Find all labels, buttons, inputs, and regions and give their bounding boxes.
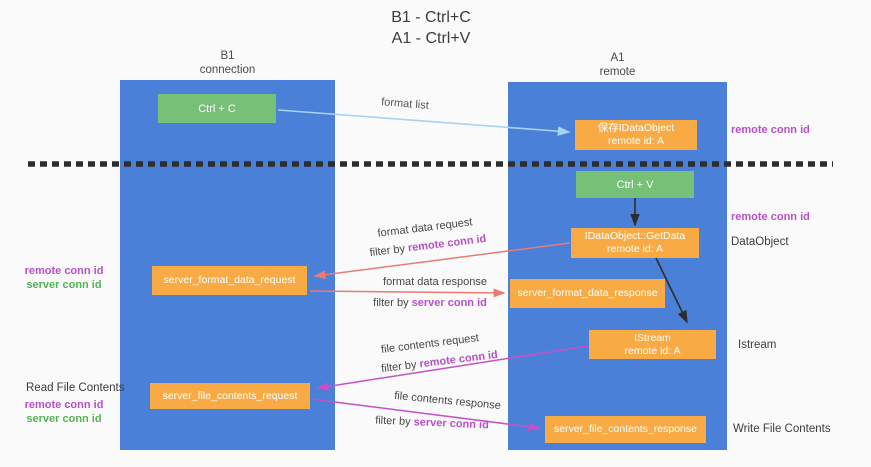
filter-by-text: filter by (374, 414, 414, 429)
istream-box: IStream remote id: A (589, 330, 716, 359)
file-request-label: server_file_contents_request (162, 389, 298, 402)
istream-text: Istream (738, 339, 777, 351)
save-idataobject-line2: remote id: A (607, 135, 665, 147)
istream-line2: remote id: A (624, 344, 681, 357)
dataobject-label: DataObject (731, 236, 789, 248)
server-conn-id-text: server conn id (411, 297, 487, 309)
remote-conn-id-label: remote conn id (24, 399, 104, 411)
file-response-label: server_file_contents_response (553, 423, 697, 435)
ctrl-v-box: Ctrl + V (576, 171, 694, 198)
write-file-contents-label: Write File Contents (733, 423, 831, 435)
file-request-box: server_file_contents_request (150, 383, 310, 409)
filter-by-text: filter by (373, 297, 412, 309)
getdata-line1: IDataObject::GetData (584, 230, 686, 242)
format-data-response-arrow (309, 288, 506, 298)
ctrl-c-label: Ctrl + C (198, 102, 236, 115)
column-a1-subtitle: remote (599, 66, 636, 78)
filter-by-text: filter by (380, 358, 421, 376)
right-remote-conn-id-top: remote conn id (731, 123, 810, 137)
getdata-line2: remote id: A (606, 243, 664, 255)
server-conn-id-label: server conn id (26, 279, 102, 291)
format-response-box: server_format_data_response (510, 279, 665, 308)
read-file-contents-label: Read File Contents (26, 382, 124, 394)
remote-conn-id-label: remote conn id (24, 265, 104, 277)
ctrl-v-label: Ctrl + V (616, 178, 654, 191)
column-b1-name: B1 (220, 50, 235, 62)
file-response-box: server_file_contents_response (545, 416, 706, 443)
flow-label-format-list: format list (355, 94, 456, 114)
save-idataobject-line1: 保存IDataObject (597, 122, 675, 134)
file-contents-response-text: file contents response (393, 389, 502, 413)
format-list-text: format list (380, 96, 430, 112)
title-line-1: B1 - Ctrl+C (391, 9, 471, 26)
format-request-label: server_format_data_request (163, 274, 296, 286)
istream-line1: IStream (634, 331, 671, 344)
ctrl-c-box: Ctrl + C (158, 94, 276, 123)
column-b1-subtitle: connection (199, 64, 256, 76)
flow-label-filter-server-2: filter by server conn id (352, 414, 512, 433)
remote-conn-id-text: remote conn id (407, 232, 487, 255)
format-request-box: server_format_data_request (152, 266, 307, 295)
flow-label-filter-server-1: filter by server conn id (350, 297, 510, 309)
dataobject-text: DataObject (731, 236, 789, 248)
server-conn-id-text: server conn id (413, 416, 490, 432)
format-data-response-text: format data response (383, 276, 487, 288)
read-file-contents-text: Read File Contents (26, 382, 125, 394)
left-conn-id-pair-top: remote conn id server conn id (22, 264, 106, 292)
format-response-label: server_format_data_response (517, 287, 658, 299)
getdata-box: IDataObject::GetData remote id: A (571, 228, 699, 258)
remote-conn-id-label: remote conn id (731, 211, 810, 223)
title-line-2: A1 - Ctrl+V (391, 30, 471, 47)
write-file-contents-text: Write File Contents (733, 423, 831, 435)
diagram-title: B1 - Ctrl+C A1 - Ctrl+V (336, 7, 526, 49)
column-header-a1: A1 remote (550, 51, 685, 79)
column-header-b1: B1 connection (160, 49, 295, 77)
left-conn-id-pair-bottom: remote conn id server conn id (22, 398, 106, 426)
right-remote-conn-id-mid: remote conn id (731, 210, 810, 224)
istream-label: Istream (738, 339, 776, 351)
flow-label-format-data-response: format data response (355, 276, 515, 288)
remote-conn-id-label: remote conn id (731, 124, 810, 136)
save-idataobject-box: 保存IDataObject remote id: A (575, 120, 697, 150)
server-conn-id-label: server conn id (26, 413, 102, 425)
remote-conn-id-text: remote conn id (418, 348, 499, 371)
filter-by-text: filter by (369, 242, 409, 260)
column-a1-name: A1 (610, 52, 625, 64)
